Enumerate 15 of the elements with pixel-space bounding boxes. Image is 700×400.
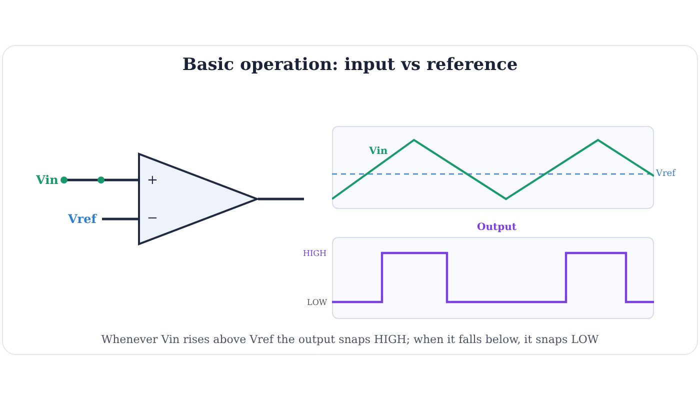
plot-title: Output bbox=[477, 223, 516, 233]
wire bbox=[102, 218, 138, 220]
input-label: Vin bbox=[36, 174, 58, 186]
reference-label: Vref bbox=[656, 170, 676, 179]
level-label: HIGH bbox=[303, 250, 327, 258]
caption: Whenever Vin rises above Vref the output snaps HIGH; when it falls below, it snaps LOW bbox=[100, 334, 600, 345]
diagram-title: Basic operation: input vs reference bbox=[181, 57, 519, 74]
pin-sign: + bbox=[147, 174, 158, 187]
wire bbox=[258, 198, 304, 200]
comparator-symbol bbox=[138, 153, 258, 245]
wire bbox=[64, 178, 138, 182]
pin-sign: − bbox=[147, 212, 158, 225]
signal-label: Vin bbox=[369, 147, 388, 157]
input-label: Vref bbox=[68, 213, 96, 225]
level-label: LOW bbox=[307, 299, 328, 307]
